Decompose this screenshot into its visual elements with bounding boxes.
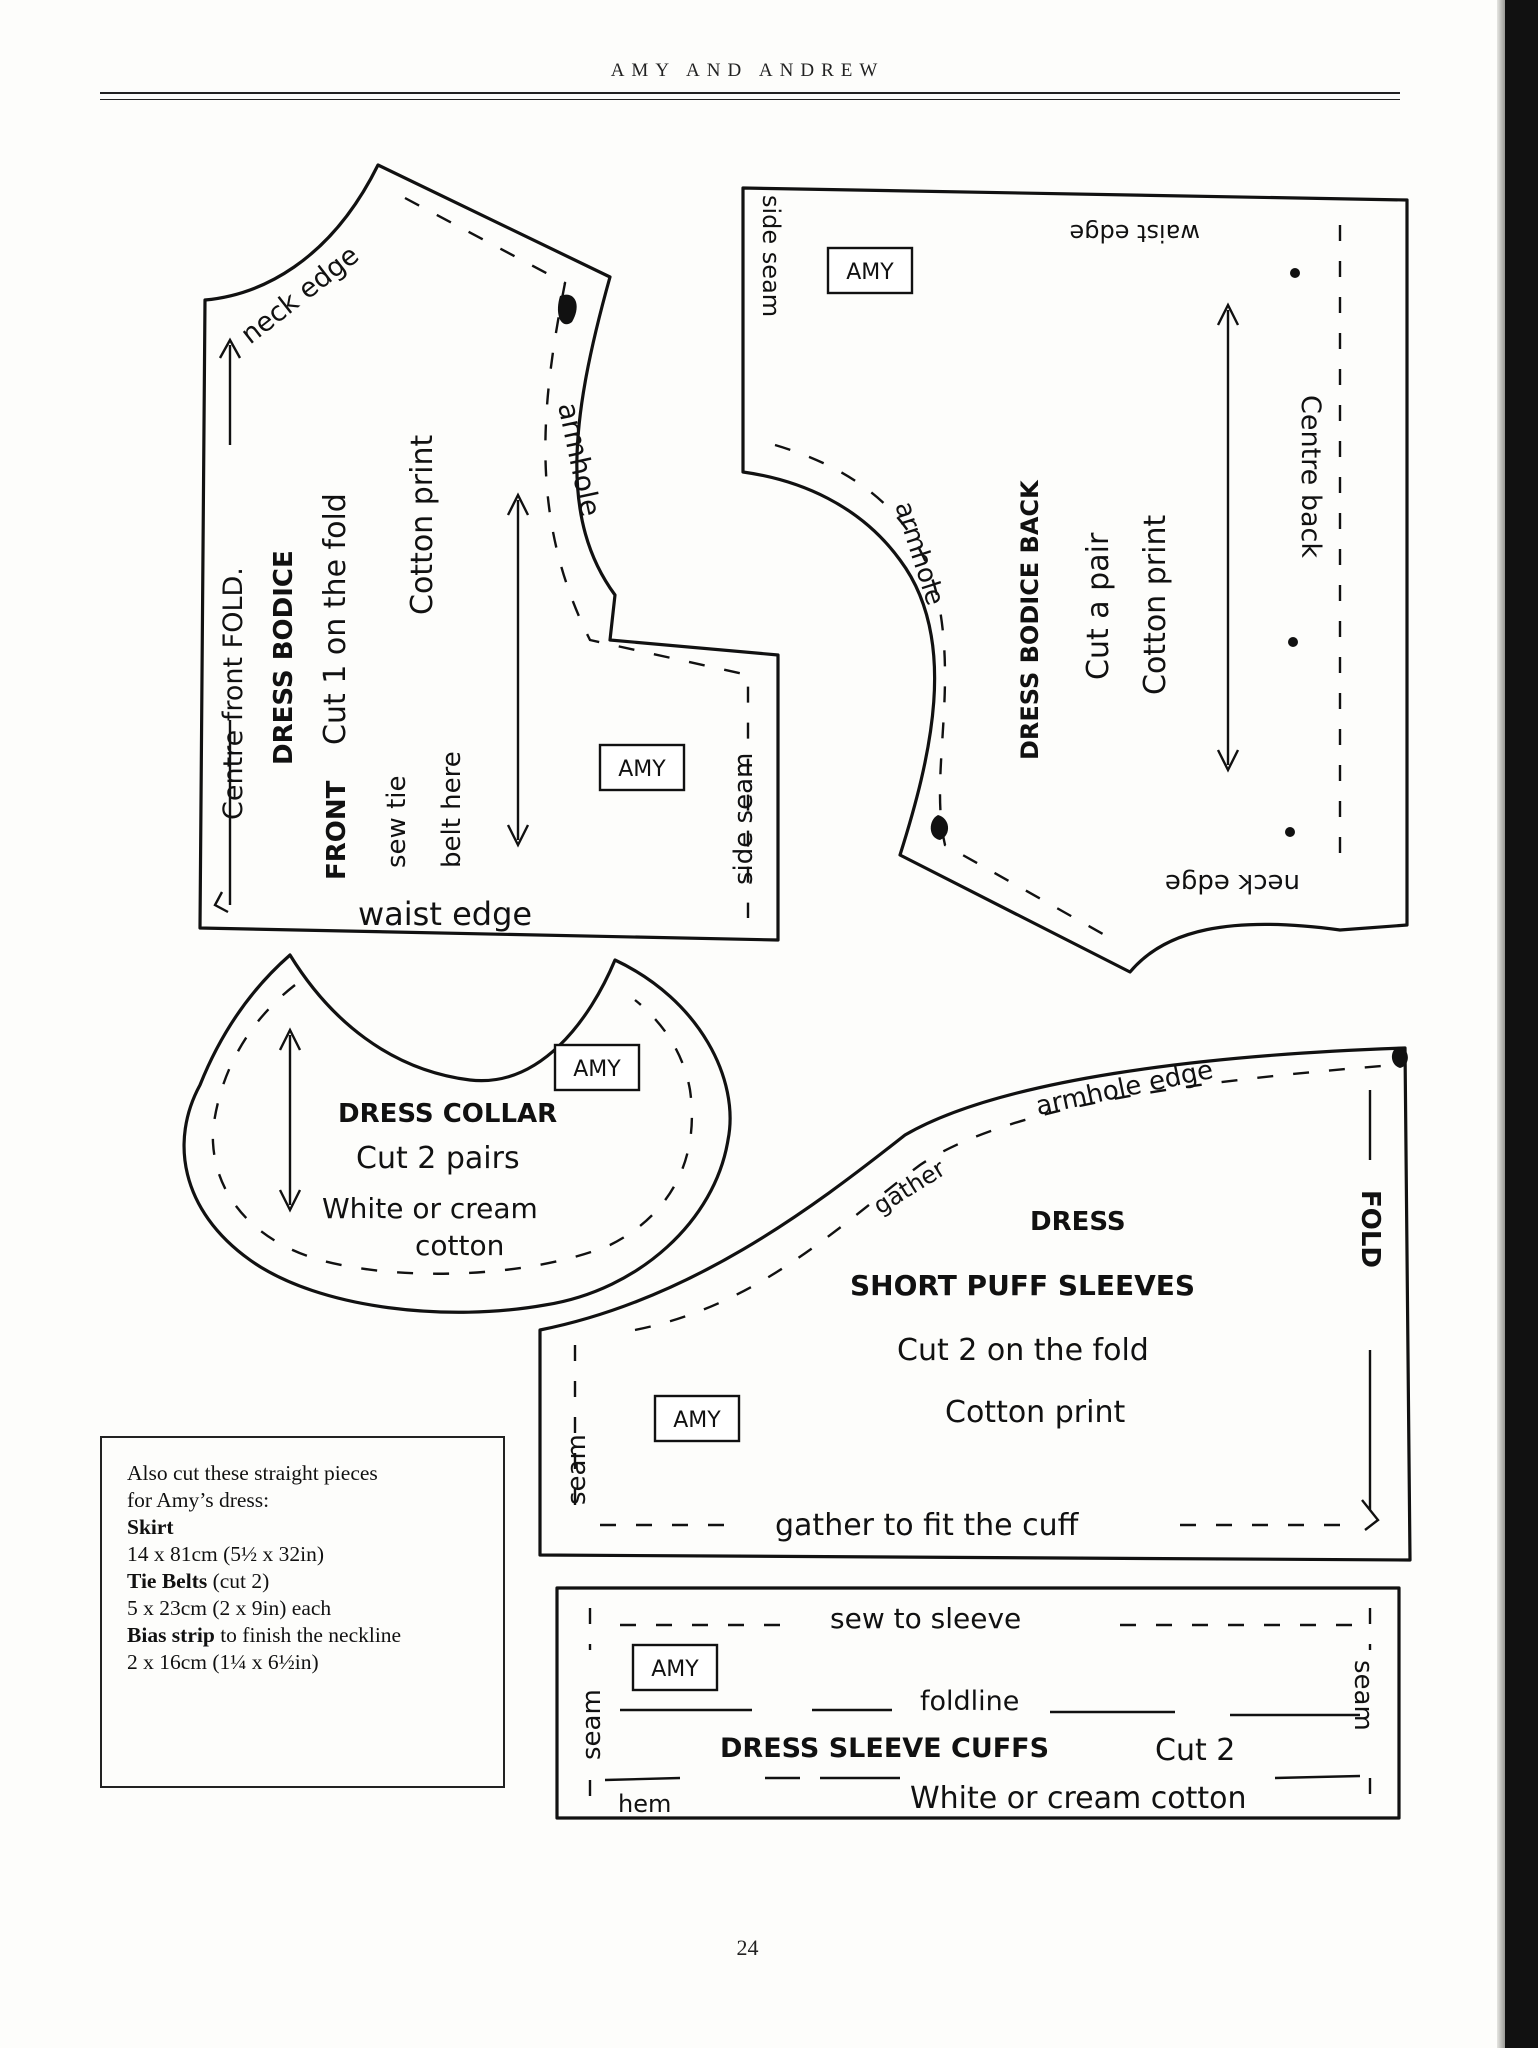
collar-piece: AMY DRESS COLLAR Cut 2 pairs White or cr…	[182, 953, 732, 1314]
sleeve-fabric: Cotton print	[945, 1395, 1125, 1430]
note-skirt-size: 14 x 81cm (5½ x 32in)	[127, 1542, 325, 1566]
front-bodice-fabric: Cotton print	[405, 435, 440, 615]
note-intro-line2: for Amy’s dress:	[127, 1488, 270, 1512]
front-bodice-cut-instruction: Cut 1 on the fold	[318, 493, 353, 745]
centre-front-fold-label: Centre front FOLD.	[218, 567, 249, 820]
cuff-foldline	[620, 1708, 1360, 1717]
sleeve-title: DRESS	[1030, 1207, 1126, 1237]
sleeve-cut-instruction: Cut 2 on the fold	[897, 1333, 1149, 1368]
sleeve-amy-tag-text: AMY	[673, 1408, 721, 1433]
belt-here-label: belt here	[437, 751, 467, 868]
sleeve-gather-label: gather	[868, 1154, 950, 1220]
front-grainline-arrow	[506, 492, 530, 848]
collar-cut-instruction: Cut 2 pairs	[356, 1141, 520, 1176]
sleeve-gather-cuff-label: gather to fit the cuff	[775, 1508, 1080, 1543]
cuff-seam-left-label: seam	[577, 1689, 607, 1760]
sleeve-seam-label: seam	[562, 1434, 592, 1505]
page-edge-shadow	[1497, 0, 1505, 2048]
collar-fabric-line2: cotton	[415, 1229, 504, 1262]
collar-seam-line	[211, 984, 694, 1275]
back-bodice-dot	[930, 815, 949, 840]
back-side-seam-label: side seam	[757, 195, 785, 317]
collar-amy-tag	[553, 1043, 641, 1092]
page-number: 24	[736, 1935, 759, 1960]
collar-outline	[182, 953, 732, 1314]
note-tie-size: 5 x 23cm (2 x 9in) each	[127, 1596, 332, 1620]
cuff-hemline	[604, 1774, 1361, 1782]
front-armhole-label: armhole	[551, 400, 607, 520]
cuff-foldline-label: foldline	[920, 1686, 1019, 1717]
back-marker-dot	[1288, 637, 1298, 647]
centre-front-arrow-bottom	[213, 720, 232, 914]
cuff-cut-instruction: Cut 2	[1155, 1733, 1235, 1768]
back-neck-edge-label: neck edge	[1165, 868, 1300, 898]
collar-amy-tag-text: AMY	[573, 1057, 621, 1082]
running-head: AMY AND ANDREW	[610, 60, 885, 81]
sleeve-dot	[1391, 1047, 1408, 1068]
cuff-seam-sides	[588, 1608, 1372, 1810]
back-grainline-arrow	[1216, 302, 1240, 773]
sleeve-fold-arrow	[1361, 1090, 1380, 1531]
front-bodice-title: DRESS BODICE	[269, 550, 299, 765]
note-intro-line1: Also cut these straight pieces	[127, 1461, 378, 1485]
note-tie-qty: (cut 2)	[207, 1569, 270, 1593]
front-label: FRONT	[322, 780, 352, 880]
sleeve-amy-tag	[653, 1394, 741, 1443]
straight-pieces-note: Also cut these straight pieces for Amy’s…	[100, 1436, 505, 1788]
front-neck-edge-label: neck edge	[235, 240, 365, 351]
cuff-hem-label: hem	[618, 1790, 671, 1818]
cuff-sew-to-sleeve-label: sew to sleeve	[830, 1602, 1021, 1635]
note-skirt-label: Skirt	[127, 1515, 174, 1539]
cuff-piece: sew to sleeve AMY foldline DRESS SLEEVE …	[555, 1586, 1401, 1820]
sleeve-outline	[538, 1046, 1412, 1562]
collar-grainline-arrow	[278, 1027, 302, 1213]
note-bias-label: Bias strip	[127, 1623, 215, 1647]
front-side-seam-label: side seam	[729, 753, 759, 885]
sleeve-seam-top	[634, 1063, 1396, 1332]
sleeve-subtitle: SHORT PUFF SLEEVES	[850, 1269, 1195, 1302]
back-marker-dot	[1290, 268, 1300, 278]
front-bodice-outline	[198, 163, 780, 942]
header-rule-bottom	[100, 99, 1400, 100]
sleeve-piece: armhole edge gather DRESS SHORT PUFF SLE…	[538, 1046, 1412, 1562]
cuff-seam-right-label: seam	[1348, 1660, 1378, 1731]
front-waist-edge-label: waist edge	[358, 895, 532, 933]
sew-tie-label: sew tie	[382, 776, 412, 869]
cuff-title: DRESS SLEEVE CUFFS	[720, 1733, 1049, 1764]
cuff-fabric: White or cream cotton	[910, 1781, 1247, 1816]
front-bodice-seam-line	[404, 196, 750, 918]
back-amy-tag-text: AMY	[846, 260, 894, 285]
back-bodice-outline	[741, 186, 1409, 974]
centre-back-label: Centre back	[1295, 395, 1326, 558]
cuff-outline	[555, 1586, 1401, 1820]
back-armhole-label: armhole	[888, 498, 950, 609]
back-bodice-cut-instruction: Cut a pair	[1081, 532, 1116, 680]
note-tie-label: Tie Belts	[127, 1569, 208, 1593]
back-marker-dot	[1285, 827, 1295, 837]
collar-fabric-line1: White or cream	[322, 1192, 538, 1225]
front-bodice-piece: neck edge Centre front FOLD. DRESS BODIC…	[198, 163, 780, 942]
front-amy-tag-text: AMY	[618, 757, 666, 782]
cuff-amy-tag-text: AMY	[651, 1657, 699, 1682]
sleeve-armhole-edge-label: armhole edge	[1033, 1055, 1216, 1122]
back-bodice-seam-armhole	[774, 443, 1111, 940]
book-spine	[1505, 0, 1538, 2048]
cuff-amy-tag	[631, 1643, 719, 1692]
front-amy-tag	[598, 743, 686, 792]
back-amy-tag	[826, 246, 914, 295]
back-bodice-fabric: Cotton print	[1138, 515, 1173, 695]
collar-title: DRESS COLLAR	[338, 1099, 557, 1129]
back-bodice-title: DRESS BODICE BACK	[1016, 479, 1044, 760]
back-bodice-piece: waist edge side seam AMY armhole DRESS B…	[741, 186, 1409, 974]
front-bodice-dot	[557, 294, 577, 325]
header-rule-top	[100, 92, 1400, 94]
sleeve-fold-label: FOLD	[1355, 1190, 1385, 1268]
arrowhead	[218, 337, 242, 359]
note-bias-size: 2 x 16cm (1¼ x 6½in)	[127, 1650, 319, 1674]
back-waist-edge-label: waist edge	[1069, 219, 1200, 247]
note-bias-text: to finish the neckline	[214, 1623, 402, 1647]
